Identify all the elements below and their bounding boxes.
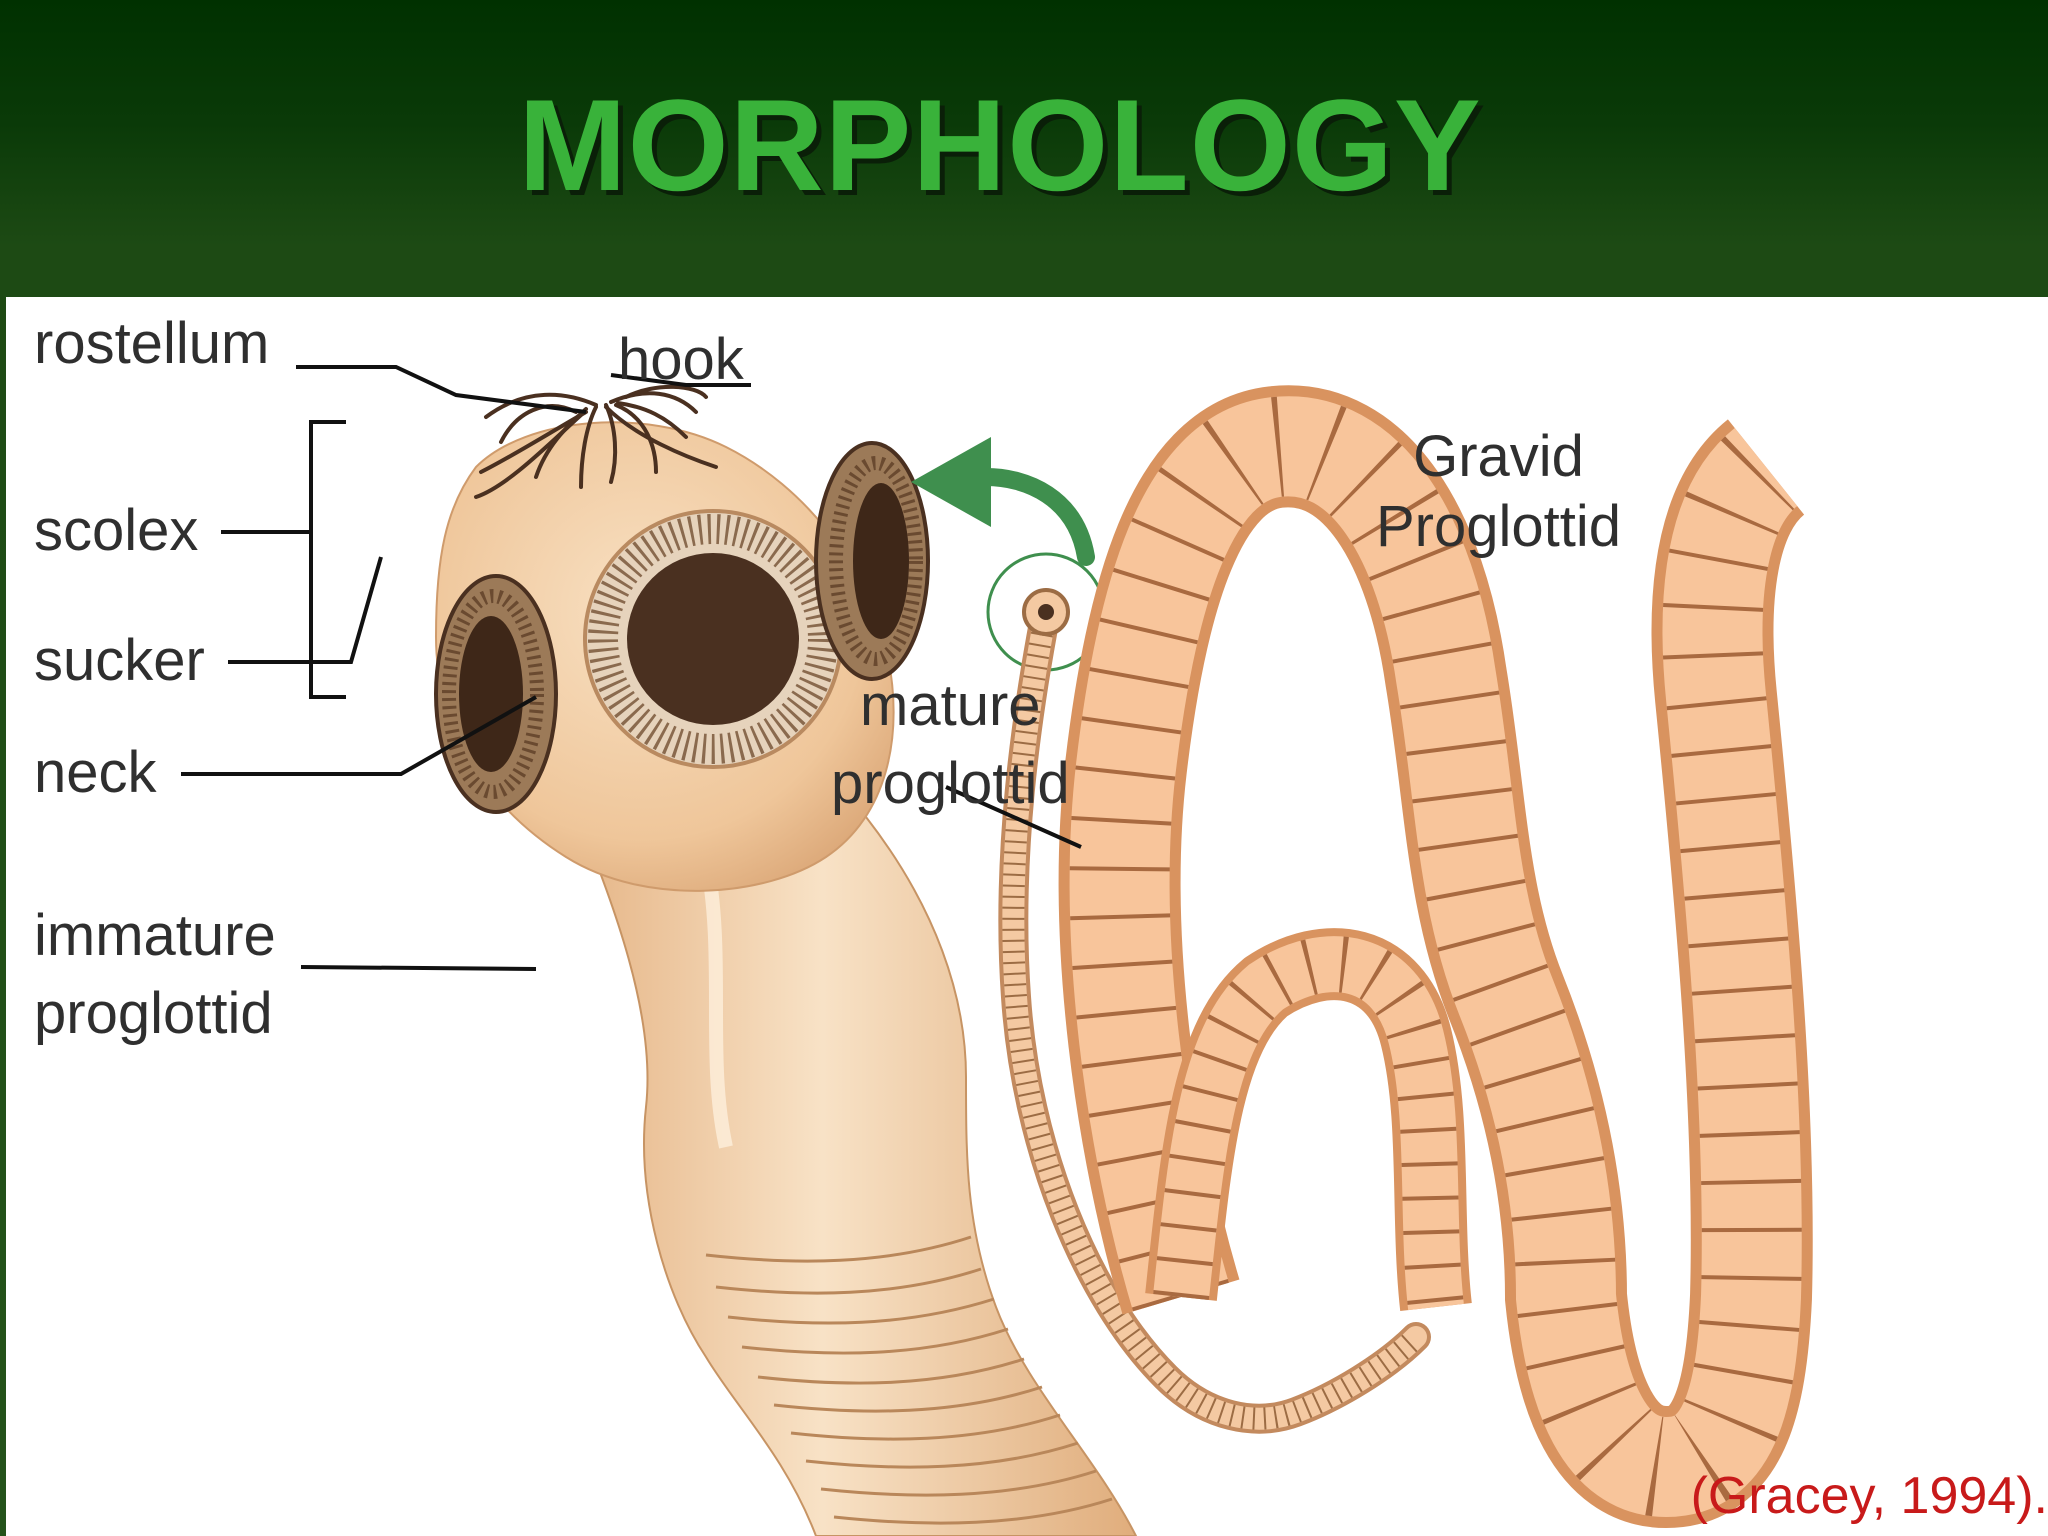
immature-rings [705,1235,1113,1525]
label-immature-line2: proglottid [34,981,273,1046]
label-mature-proglottid: mature proglottid [831,667,1070,823]
label-mature-line1: mature [860,673,1041,738]
green-arrow-icon [911,437,1106,672]
label-gravid-proglottid: Gravid Proglottid [1376,422,1621,562]
label-immature-line1: immature [34,903,276,968]
sucker-center [583,509,843,769]
citation: (Gracey, 1994). [1690,1467,2048,1525]
label-gravid-line1: Gravid [1413,424,1584,489]
sucker-right [814,441,930,681]
mature-proglottid-chain [1058,385,1813,1529]
label-neck: neck [34,740,157,805]
label-rostellum: rostellum [34,311,270,376]
label-sucker: sucker [34,628,205,693]
hook-icon [474,384,718,499]
leader-lines [181,365,1082,971]
slide-title: MORPHOLOGY [518,72,1482,218]
label-hook: hook [618,327,744,392]
label-mature-line2: proglottid [831,751,1070,816]
diagram-panel: rostellum hook scolex sucker neck immatu… [6,297,2048,1536]
label-immature-proglottid: immature proglottid [34,897,276,1053]
label-scolex: scolex [34,498,199,563]
neck-body [564,785,1138,1536]
label-gravid-line2: Proglottid [1376,494,1622,559]
tapeworm-illustration [181,365,1813,1536]
sucker-left [434,574,558,814]
